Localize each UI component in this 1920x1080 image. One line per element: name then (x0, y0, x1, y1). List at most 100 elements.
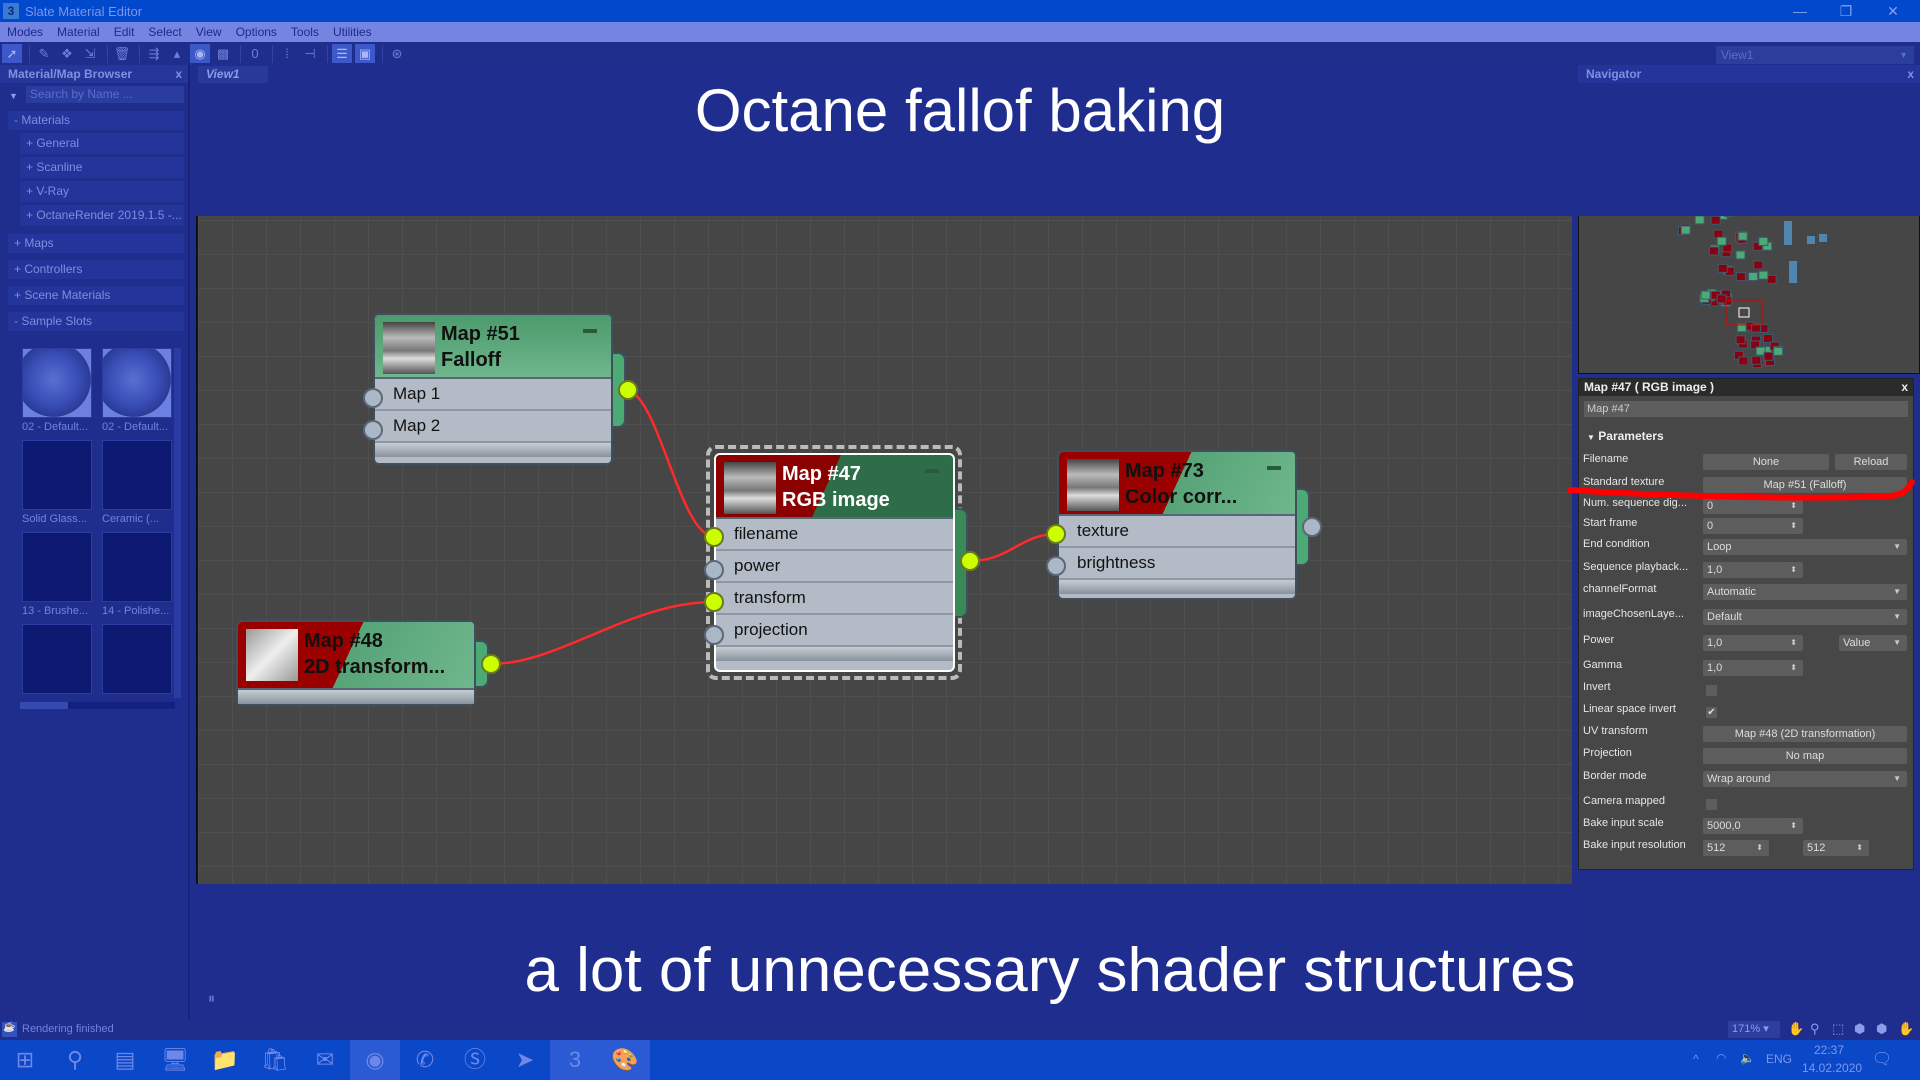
sample-slot[interactable]: 02 - Default... (22, 348, 94, 438)
input-socket[interactable] (704, 592, 724, 612)
close-icon[interactable]: x (1901, 380, 1908, 394)
show-shaded-icon[interactable]: ◉ (190, 44, 210, 63)
pan-to-selected-icon[interactable]: ✋ (1898, 1021, 1915, 1036)
minimize-node-icon[interactable] (925, 469, 939, 473)
teapot-icon[interactable]: ☕ (2, 1022, 17, 1037)
tab-view1[interactable]: View1 (198, 66, 268, 83)
output-socket[interactable] (1302, 517, 1322, 537)
delete-icon[interactable]: 🗑 (113, 46, 131, 61)
reload-button[interactable]: Reload (1835, 454, 1907, 470)
slots-vertical-scrollbar[interactable] (174, 348, 181, 698)
group-vray[interactable]: + V-Ray (20, 181, 184, 202)
seq_playback-spinner[interactable]: 1,0⬍ (1703, 562, 1803, 578)
put-to-scene-icon[interactable]: ❖ (61, 46, 73, 61)
power-spinner[interactable]: 1,0⬍ (1703, 635, 1803, 651)
search-icon[interactable]: ⚲ (66, 1047, 84, 1072)
skype-icon[interactable]: Ⓢ (463, 1047, 486, 1072)
3dsmax-icon[interactable]: 3 (550, 1040, 600, 1080)
file-explorer-icon[interactable]: 📁 (211, 1047, 239, 1072)
search-input[interactable]: Search by Name ... (26, 86, 184, 103)
group-sample-slots[interactable]: - Sample Slots (8, 312, 184, 331)
eyedropper-icon[interactable]: ✎ (38, 46, 50, 61)
group-maps[interactable]: + Maps (8, 234, 184, 253)
minimize-button[interactable]: — (1793, 3, 1807, 19)
material-id-icon[interactable]: 0 (251, 46, 259, 61)
sample-slot[interactable] (22, 624, 94, 714)
close-button[interactable]: ✕ (1887, 3, 1899, 19)
invert-checkbox[interactable] (1706, 685, 1717, 696)
group-octanerender[interactable]: + OctaneRender 2019.1.5 -... (20, 205, 184, 226)
start_frame-spinner[interactable]: 0⬍ (1703, 518, 1803, 534)
hide-unused-icon[interactable]: ▴ (173, 46, 181, 61)
bake-res-x-spinner[interactable]: 512⬍ (1703, 840, 1769, 856)
pick-material-icon[interactable]: ⊛ (391, 46, 403, 61)
menu-options[interactable]: Options (235, 25, 277, 39)
group-scene-materials[interactable]: + Scene Materials (8, 286, 184, 305)
group-general[interactable]: + General (20, 133, 184, 154)
volume-icon[interactable]: 🔈 (1740, 1051, 1755, 1065)
slots-horizontal-scrollbar[interactable] (20, 702, 175, 709)
node-view-canvas[interactable] (196, 84, 1572, 1020)
uv_transform-button[interactable]: Map #48 (2D transformation) (1703, 726, 1907, 742)
input-socket[interactable] (363, 420, 383, 440)
end_condition-dropdown[interactable]: Loop▼ (1703, 539, 1907, 555)
resource-monitor-icon[interactable]: 🖥 (161, 1047, 189, 1072)
minimize-node-icon[interactable] (1267, 466, 1281, 470)
border_mode-dropdown[interactable]: Wrap around▼ (1703, 771, 1907, 787)
gamma-spinner[interactable]: 1,0⬍ (1703, 660, 1803, 676)
zoom-dropdown[interactable]: 171% ▾ (1728, 1021, 1780, 1038)
parameters-rollout[interactable]: ▼ Parameters (1587, 429, 1664, 443)
task-view-icon[interactable]: ▤ (114, 1047, 136, 1072)
store-icon[interactable]: 🛍 (261, 1047, 289, 1072)
filename-button[interactable]: None (1703, 454, 1829, 470)
image_layer-dropdown[interactable]: Default▼ (1703, 609, 1907, 625)
sample-slot[interactable]: Solid Glass... (22, 440, 94, 530)
sample-slot[interactable]: Ceramic (... (102, 440, 174, 530)
input-socket[interactable] (1046, 556, 1066, 576)
clock-date[interactable]: 14.02.2020 (1802, 1061, 1863, 1075)
tray-expand-icon[interactable]: ^ (1693, 1052, 1699, 1066)
view-select-dropdown[interactable]: View1▼ (1716, 46, 1914, 64)
chrome-icon[interactable]: ◉ (350, 1040, 400, 1080)
parameter-editor-icon[interactable]: ☰ (332, 44, 352, 63)
pan-hand-icon[interactable]: ⏸ (208, 990, 215, 1006)
paint-icon[interactable]: 🎨 (600, 1040, 650, 1080)
preview-window-icon[interactable]: ▣ (355, 44, 375, 63)
output-socket[interactable] (481, 654, 501, 674)
sample-slot[interactable]: 13 - Brushe... (22, 532, 94, 622)
show-background-icon[interactable]: ▩ (216, 46, 230, 61)
group-materials[interactable]: - Materials (8, 111, 184, 130)
sample-slot[interactable] (102, 624, 174, 714)
notifications-icon[interactable]: 🗨 (1872, 1051, 1893, 1068)
power-mode-dropdown[interactable]: Value▼ (1839, 635, 1907, 651)
close-icon[interactable]: x (175, 67, 182, 81)
menu-select[interactable]: Select (148, 25, 182, 39)
mail-icon[interactable]: ✉ (315, 1047, 335, 1072)
input-socket[interactable] (704, 625, 724, 645)
channel_format-dropdown[interactable]: Automatic▼ (1703, 584, 1907, 600)
layout-children-icon[interactable]: ⊣ (304, 46, 316, 61)
zoom-extents-selected-icon[interactable]: ⬢ (1876, 1021, 1888, 1036)
standard_texture-button[interactable]: Map #51 (Falloff) (1703, 477, 1907, 493)
group-scanline[interactable]: + Scanline (20, 157, 184, 178)
camera_mapped-checkbox[interactable] (1706, 799, 1717, 810)
wifi-icon[interactable]: ◠ (1716, 1051, 1727, 1065)
clock-time[interactable]: 22:37 (1814, 1043, 1845, 1057)
zoom-region-icon[interactable]: ⬚ (1832, 1021, 1845, 1036)
bake-res-y-spinner[interactable]: 512⬍ (1803, 840, 1869, 856)
layout-all-icon[interactable]: ⁞ (285, 46, 289, 61)
select-arrow-icon[interactable]: ➚ (2, 44, 22, 63)
menu-tools[interactable]: Tools (290, 25, 319, 39)
input-socket[interactable] (1046, 524, 1066, 544)
language-indicator[interactable]: ENG (1766, 1052, 1793, 1066)
group-controllers[interactable]: + Controllers (8, 260, 184, 279)
num_seq-spinner[interactable]: 0⬍ (1703, 498, 1803, 514)
sample-slot[interactable]: 02 - Default... (102, 348, 174, 438)
menu-utilities[interactable]: Utilities (332, 25, 372, 39)
linear_invert-checkbox[interactable]: ✔ (1706, 707, 1717, 718)
viber-icon[interactable]: ✆ (415, 1047, 435, 1072)
